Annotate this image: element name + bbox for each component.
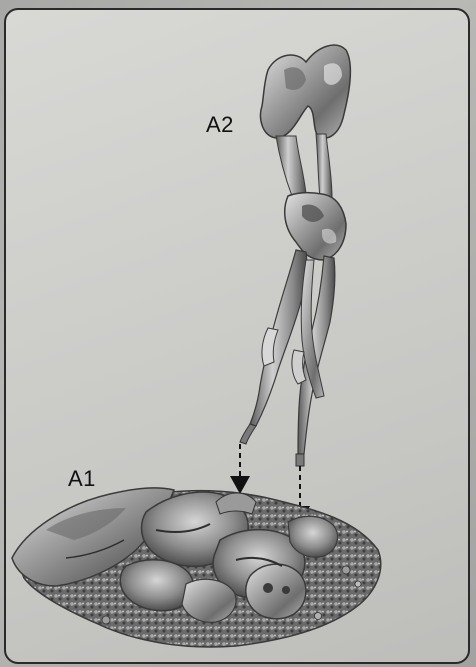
arrow-down-icon bbox=[230, 476, 250, 494]
assembly-illustration bbox=[6, 10, 468, 662]
part-label-a1: A1 bbox=[68, 466, 96, 492]
part-label-a2: A2 bbox=[206, 112, 234, 138]
instruction-panel: A2 A1 bbox=[4, 8, 470, 664]
part-a2-figure bbox=[240, 45, 350, 466]
part-a1-base bbox=[12, 488, 381, 647]
